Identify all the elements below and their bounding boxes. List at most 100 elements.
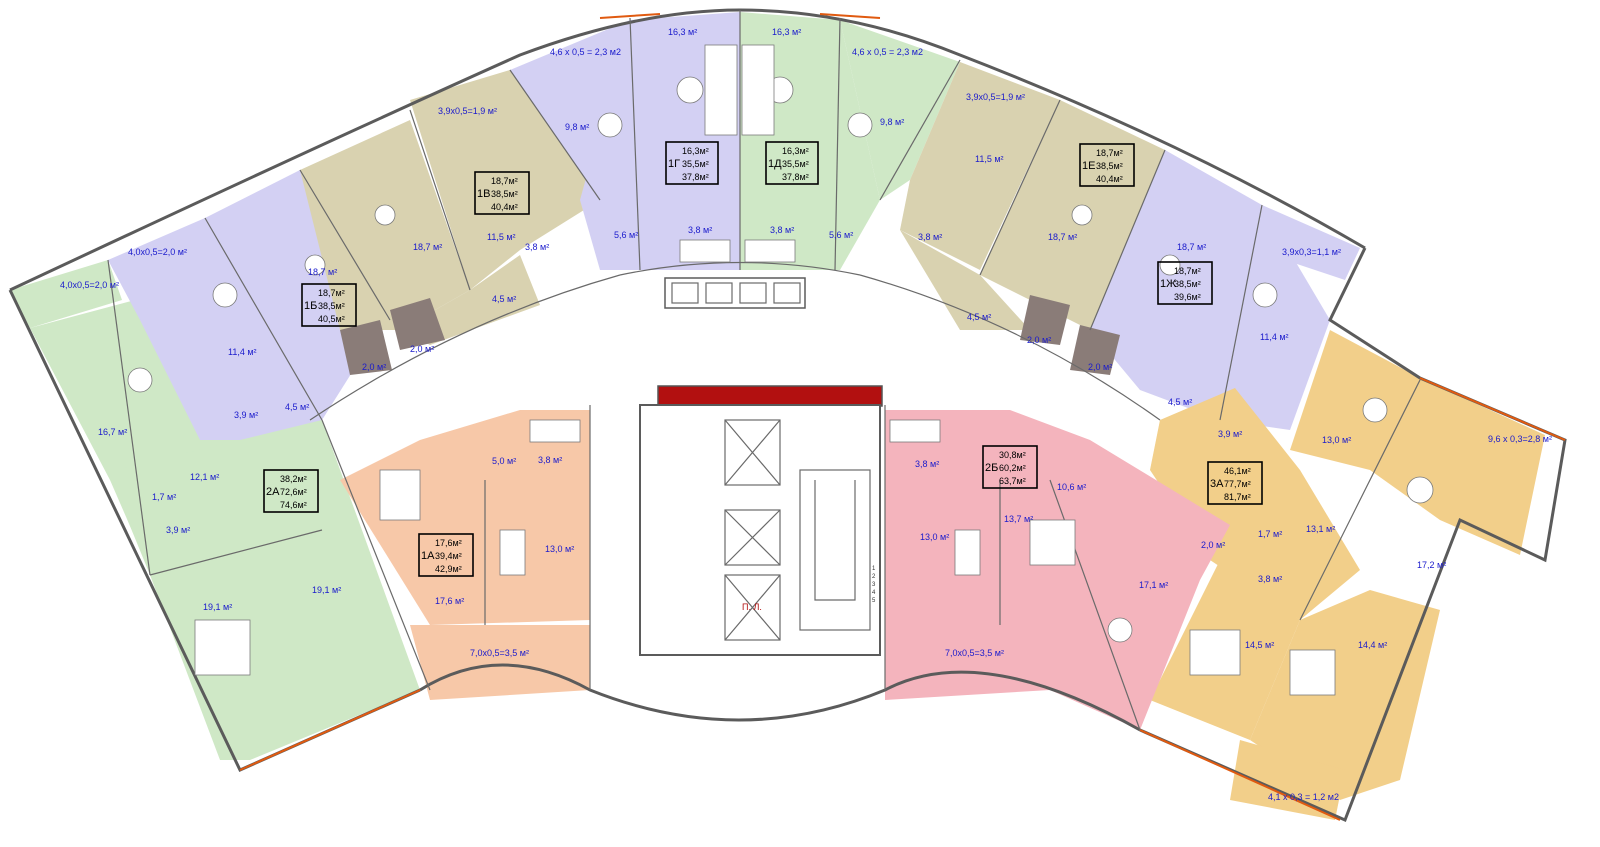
table [1362, 397, 1388, 423]
partition-l [1219, 204, 1263, 421]
apartment-name: 2А [266, 486, 280, 498]
apartment-card-1zh[interactable]: 1Ж 18,7м² 38,5м² 39,6м² [1157, 261, 1213, 305]
bed [379, 469, 421, 521]
room-label: 3,8 м² [525, 242, 549, 252]
apartment-full-area: 40,4м² [491, 202, 518, 212]
apartment-full-area: 37,8м² [782, 172, 809, 182]
apartment-card-1b[interactable]: 1Б 18,7м² 38,5м² 40,5м² [301, 283, 357, 327]
apartment-name: 3А [1210, 478, 1224, 490]
room-label: 11,4 м² [228, 347, 257, 357]
apartment-living-area: 16,3м² [782, 146, 809, 156]
table [1252, 282, 1278, 308]
room-label: 3,8 м² [915, 459, 939, 469]
apartment-total-area: 38,5м² [318, 301, 345, 311]
apartment-card-1v[interactable]: 1В 18,7м² 38,5м² 40,4м² [474, 171, 530, 215]
apartment-cards: 1Б 18,7м² 38,5м² 40,5м² 1В 18,7м² 38,5м²… [263, 141, 1263, 577]
room-label: 13,7 м² [1004, 514, 1033, 524]
bathtub [889, 419, 941, 443]
room-label: 2,0 м² [362, 362, 386, 372]
apartment-card-1d[interactable]: 1Д 16,3м² 35,5м² 37,8м² [765, 141, 819, 185]
dining-table [499, 529, 526, 576]
balcony-1zh [1255, 205, 1360, 280]
bed [194, 619, 251, 676]
room-label: 9,8 м² [880, 117, 904, 127]
furniture [127, 44, 1434, 696]
apartment-card-1g[interactable]: 1Г 16,3м² 35,5м² 37,8м² [665, 141, 719, 185]
bathtub [679, 239, 731, 263]
apartment-full-area: 63,7м² [999, 476, 1026, 486]
apartment-card-2b[interactable]: 2Б 30,8м² 60,2м² 63,7м² [982, 445, 1038, 489]
partition-i [879, 59, 961, 201]
room-label: 5,6 м² [614, 230, 638, 240]
stair-step: 5 [872, 598, 876, 604]
apartment-total-area: 72,6м² [280, 487, 307, 497]
room-label: 17,2 м² [1417, 560, 1446, 570]
room-labels: 4,6 x 0,5 = 2,3 м2 16,3 м² 16,3 м² 4,6 x… [60, 27, 1552, 802]
apartment-card-1a[interactable]: 1А 17,6м² 39,4м² 42,9м² [418, 533, 474, 577]
room-label: 17,6 м² [435, 596, 464, 606]
bed [1289, 649, 1336, 696]
room-label: 3,8 м² [538, 455, 562, 465]
apartment-2b [885, 410, 1230, 730]
room-label: 4,0x0,5=2,0 м² [128, 247, 187, 257]
stair-step: 2 [872, 574, 876, 580]
partition-n [321, 419, 431, 691]
apartment-1e-kitchen [900, 62, 1060, 270]
partition-d [409, 109, 471, 291]
table [304, 254, 326, 276]
partition-j [979, 99, 1061, 276]
apartment-3a-bed2 [1250, 590, 1440, 800]
partition-b [204, 217, 323, 421]
room-label: 3,9 м² [1218, 429, 1242, 439]
staircase [799, 469, 871, 631]
window-2 [819, 13, 881, 19]
apartment-name: 1Е [1082, 160, 1095, 172]
room-label: 14,4 м² [1358, 640, 1387, 650]
outer-wall-bottom [419, 663, 1141, 732]
apartment-card-2a[interactable]: 2А 38,2м² 72,6м² 74,6м² [263, 469, 319, 513]
apartment-full-area: 81,7м² [1224, 492, 1251, 502]
room-label: 3,9x0,3=1,1 м² [1282, 247, 1341, 257]
apartment-name: 1А [421, 550, 435, 562]
room-label: 13,0 м² [1322, 435, 1351, 445]
partition-k [1089, 149, 1166, 331]
window-1 [599, 13, 661, 19]
room-label: 18,7 м² [1177, 242, 1206, 252]
apartment-2a-bottom [108, 420, 420, 760]
room-label: 11,4 м² [1260, 332, 1289, 342]
room-label: 4,5 м² [492, 294, 516, 304]
apartment-total-area: 38,5м² [1096, 161, 1123, 171]
room-label: 3,8 м² [1258, 574, 1282, 584]
window-4 [1139, 729, 1341, 821]
room-label: 7,0x0,5=3,5 м² [470, 648, 529, 658]
room-label: 9,8 м² [565, 122, 589, 132]
apartment-card-1e[interactable]: 1Е 18,7м² 38,5м² 40,4м² [1079, 143, 1135, 187]
table [676, 76, 704, 104]
apartment-total-area: 38,5м² [1174, 279, 1201, 289]
room-label: 1,7 м² [152, 492, 176, 502]
room-label: 5,0 м² [492, 456, 516, 466]
apartment-1e-hall [900, 230, 1030, 330]
balcony-2b [885, 625, 1050, 700]
bathtub [744, 239, 796, 263]
apartment-full-area: 40,4м² [1096, 174, 1123, 184]
apartment-living-area: 16,3м² [682, 146, 709, 156]
room-label: 2,0 м² [1088, 362, 1112, 372]
room-label: 4,5 м² [967, 312, 991, 322]
apartment-full-area: 40,5м² [318, 314, 345, 324]
apartment-3a-kitchen [1290, 330, 1545, 555]
apartment-card-3a[interactable]: 3А 46,1м² 77,7м² 81,7м² [1207, 461, 1263, 505]
apartment-living-area: 46,1м² [1224, 466, 1251, 476]
room-label: 4,1 x 0,3 = 1,2 м2 [1268, 792, 1339, 802]
room-label: 12,1 м² [190, 472, 219, 482]
room-label: 14,5 м² [1245, 640, 1274, 650]
room-label: 4,0x0,5=2,0 м² [60, 280, 119, 290]
apartment-full-area: 39,6м² [1174, 292, 1201, 302]
elevator-1 [724, 419, 781, 486]
table [1107, 617, 1133, 643]
apartment-name: 1Д [768, 158, 782, 170]
table [374, 204, 396, 226]
balcony-3a [1230, 740, 1345, 820]
room-label: 4,6 x 0,5 = 2,3 м2 [852, 47, 923, 57]
